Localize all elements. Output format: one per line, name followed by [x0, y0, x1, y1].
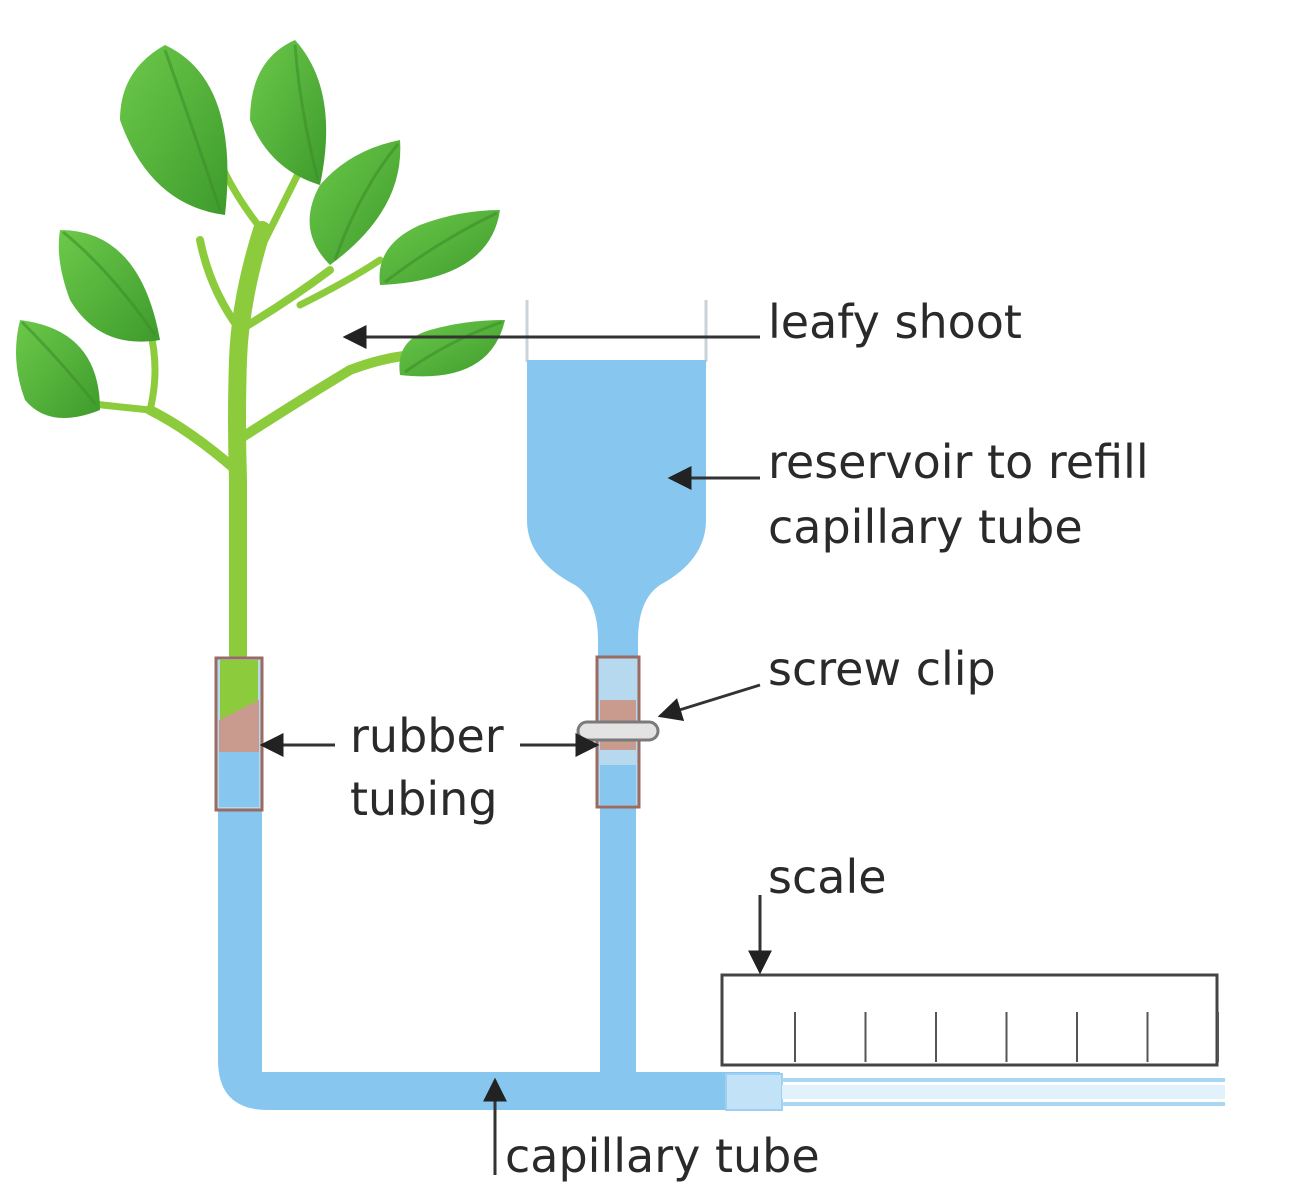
label-capillary-tube: capillary tube	[505, 1129, 820, 1183]
labels: leafy shoot reservoir to refill capillar…	[350, 295, 1149, 1183]
leaf	[120, 45, 228, 215]
leader-lines	[259, 325, 772, 1175]
screw-clip	[576, 720, 660, 742]
leaf	[399, 320, 505, 377]
leafy-shoot	[16, 40, 505, 689]
leaf	[250, 40, 327, 185]
label-rubber-line2: tubing	[350, 772, 498, 826]
capillary-tube	[218, 790, 1225, 1111]
screw-clip-arrow	[657, 683, 761, 722]
label-reservoir-line2: capillary tube	[768, 500, 1083, 554]
label-leafy-shoot: leafy shoot	[768, 295, 1022, 349]
scale	[720, 973, 1219, 1067]
label-scale: scale	[768, 850, 887, 904]
label-reservoir-line1: reservoir to refill	[768, 435, 1149, 489]
label-screw-clip: screw clip	[768, 642, 996, 696]
leaf	[16, 320, 100, 418]
leaf	[58, 230, 160, 342]
plant-rubber-tubing	[214, 656, 264, 812]
label-rubber-line1: rubber	[350, 709, 504, 763]
leaf	[379, 210, 500, 285]
